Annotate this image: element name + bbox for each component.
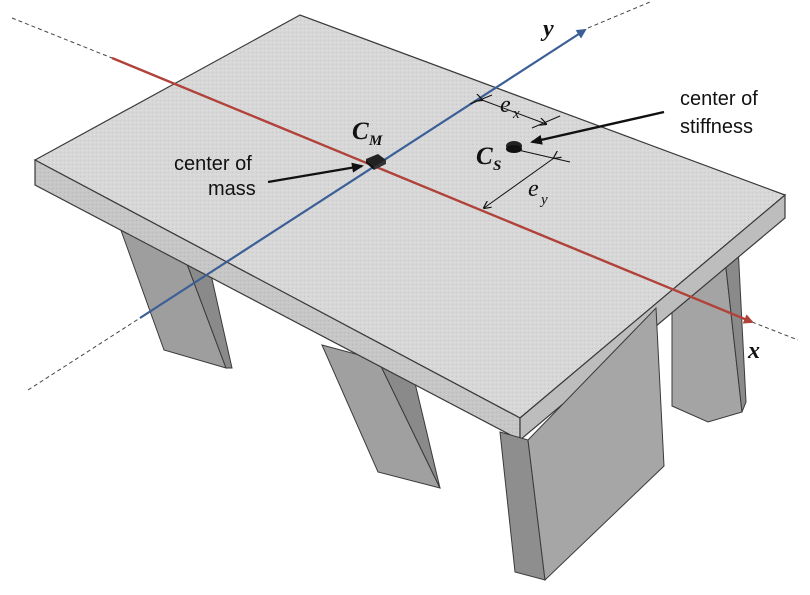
center-of-mass-leader	[267, 162, 364, 184]
svg-text:C: C	[476, 143, 493, 170]
svg-text:x: x	[512, 106, 520, 122]
svg-text:C: C	[352, 118, 369, 145]
y-axis-dashed-end	[587, 1, 651, 29]
center-of-mass-symbol: C M	[352, 118, 383, 149]
center-of-mass-text: center of mass	[174, 153, 256, 200]
svg-text:e: e	[528, 176, 539, 202]
svg-text:center of: center of	[174, 153, 252, 175]
ex-dimension-line	[482, 100, 546, 124]
svg-text:e: e	[500, 92, 511, 118]
x-axis-line	[111, 56, 754, 324]
svg-text:stiffness: stiffness	[680, 116, 753, 138]
x-axis-label: x	[747, 338, 760, 364]
y-axis-dashed-start	[27, 317, 141, 391]
ex-label: e x	[500, 92, 520, 122]
svg-text:mass: mass	[208, 178, 256, 200]
center-of-stiffness-text: center of stiffness	[680, 88, 758, 138]
center-of-mass-marker	[366, 154, 386, 170]
center-of-stiffness-leader	[530, 110, 665, 145]
column-front	[499, 306, 665, 582]
center-of-stiffness-marker	[506, 141, 522, 153]
x-axis-dashed-end	[751, 321, 799, 341]
svg-text:center of: center of	[680, 88, 758, 110]
svg-text:y: y	[539, 192, 548, 208]
y-axis-label: y	[540, 16, 554, 42]
svg-text:M: M	[368, 133, 383, 149]
y-axis-line	[139, 28, 587, 319]
ey-dimension-line	[484, 158, 554, 208]
svg-text:S: S	[493, 158, 501, 174]
ey-label: e y	[528, 176, 548, 208]
center-of-stiffness-symbol: C S	[476, 143, 501, 174]
x-axis-dashed-start	[11, 17, 113, 59]
